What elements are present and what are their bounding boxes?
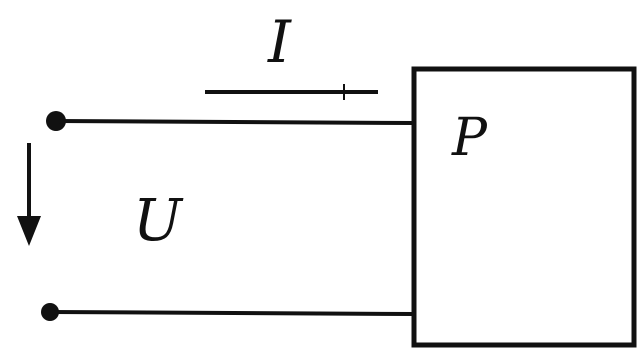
bottom-wire [49, 310, 415, 316]
power-label: P [451, 108, 488, 168]
load-box [411, 66, 637, 348]
voltage-arrow-head [17, 216, 41, 246]
top-wire [55, 119, 415, 125]
current-label: I [267, 8, 292, 76]
voltage-label: U [133, 186, 184, 254]
